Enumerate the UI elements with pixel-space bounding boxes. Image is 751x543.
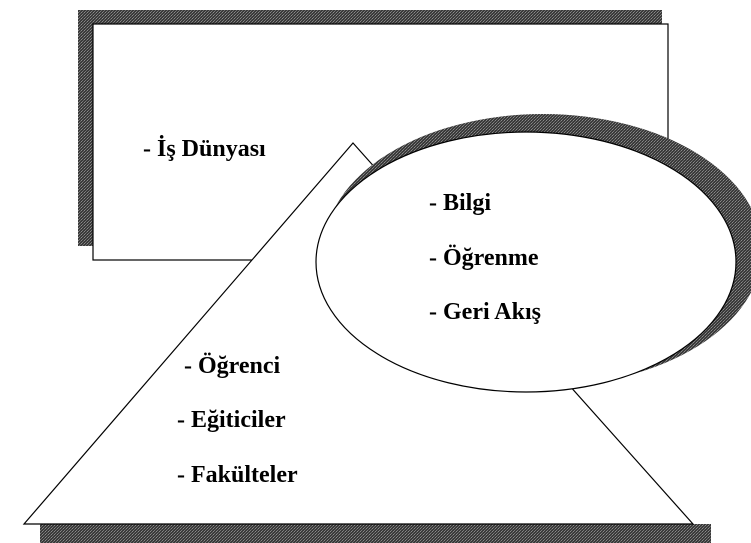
business-world-label: - İş Dünyası [143,136,266,162]
knowledge-ellipse-shape [315,131,737,393]
students-triangle-base-shadow [40,524,711,543]
knowledge-label: - Bilgi [429,190,491,216]
student-label: - Öğrenci [184,353,281,379]
educators-label: - Eğiticiler [177,407,286,433]
learning-label: - Öğrenme [429,245,539,271]
knowledge-ellipse [315,114,751,393]
feedback-label: - Geri Akış [429,299,541,325]
faculties-label: - Fakülteler [177,462,298,488]
